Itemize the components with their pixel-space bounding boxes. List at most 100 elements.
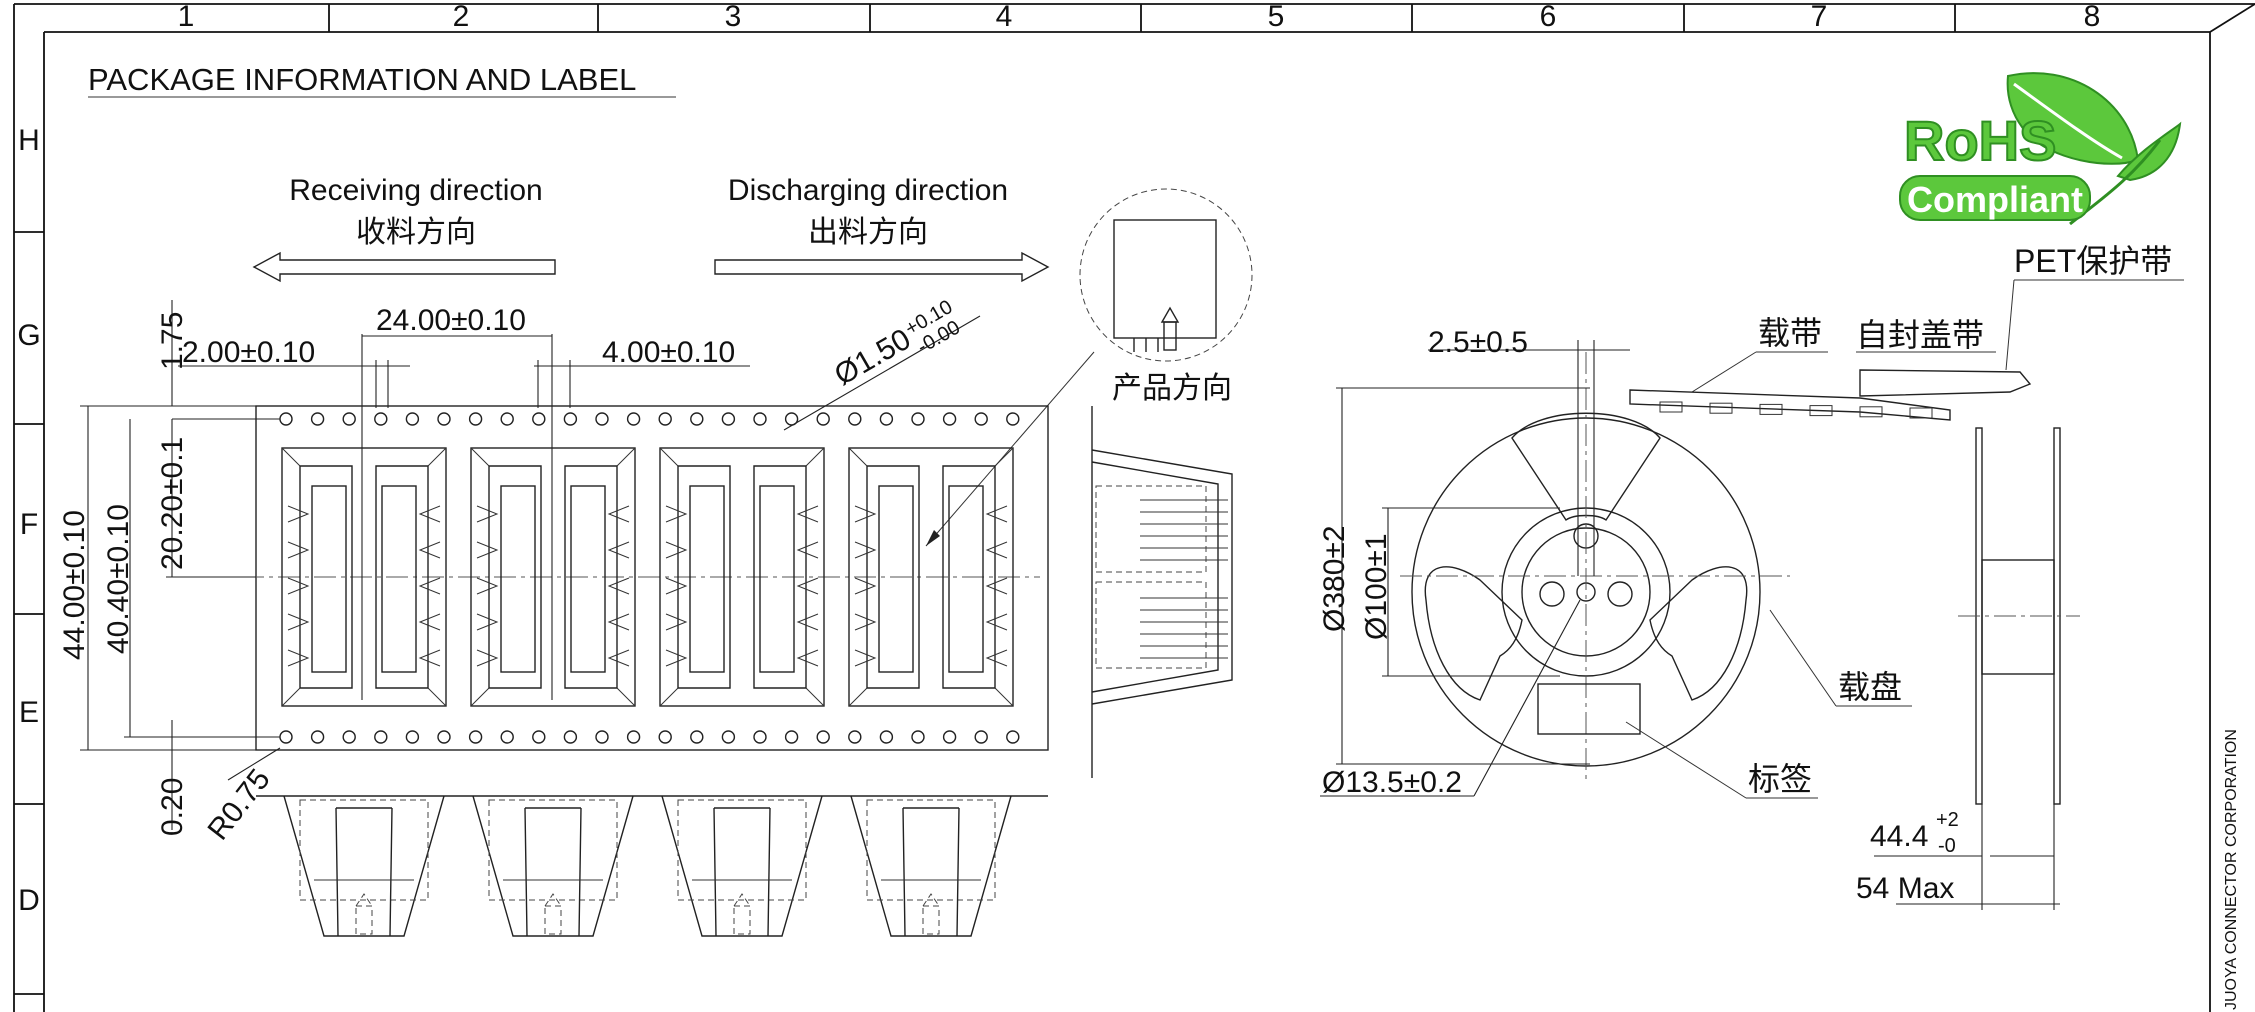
compliant-badge xyxy=(1899,175,2091,221)
sprocket-hole xyxy=(942,730,957,744)
sprocket-hole xyxy=(974,730,988,744)
dim-44-4-plus: +2 xyxy=(1936,809,1959,831)
dim-0-20: 0.20 xyxy=(156,778,189,836)
sprocket-hole xyxy=(563,412,578,426)
sprocket-hole xyxy=(721,730,736,744)
sprocket-hole xyxy=(974,412,988,426)
sprocket-hole xyxy=(784,730,799,744)
zone-column-labels: 1 2 3 4 5 6 7 8 xyxy=(178,0,2101,33)
tape-strip-pocket xyxy=(1709,402,1733,414)
dim-40-40: 40.40±0.10 xyxy=(102,504,135,654)
dim-2-00: 2.00±0.10 xyxy=(182,336,315,369)
sprocket-hole xyxy=(532,730,546,744)
tape-strip-pocket xyxy=(1759,403,1783,415)
sprocket-hole xyxy=(279,412,293,426)
sprocket-hole xyxy=(848,412,862,426)
zone-col-7: 7 xyxy=(1811,0,1828,33)
sprocket-hole xyxy=(942,412,957,426)
zone-col-6: 6 xyxy=(1540,0,1557,33)
zone-row-labels: H G F E D xyxy=(17,124,40,917)
label-label: 标签 xyxy=(1748,761,1812,797)
sprocket-hole xyxy=(405,412,420,426)
tape-side-view xyxy=(1091,406,1233,778)
sprocket-hole xyxy=(437,412,451,426)
dim-2-5: 2.5±0.5 xyxy=(1428,326,1528,359)
tape-pocket xyxy=(281,447,447,707)
reel-callouts: 载带 自封盖带 PET保护带 载盘 标签 xyxy=(1625,243,2184,799)
product-orientation-detail xyxy=(1079,188,1253,362)
cross-section-pocket xyxy=(661,795,823,937)
zone-col-5: 5 xyxy=(1268,0,1285,33)
sprocket-hole xyxy=(753,412,767,426)
dim-hole-diameter: Ø1.50 xyxy=(829,323,916,392)
rohs-logo: RoHS Compliant xyxy=(1899,72,2182,226)
sprocket-hole xyxy=(911,412,925,426)
zone-col-3: 3 xyxy=(725,0,742,33)
cross-section-pocket xyxy=(283,795,445,937)
sprocket-hole xyxy=(721,412,736,426)
compliant-text: Compliant xyxy=(1907,179,2083,220)
receiving-arrow-icon xyxy=(252,251,556,283)
sprocket-hole xyxy=(405,730,420,744)
sprocket-hole xyxy=(595,412,609,426)
dim-13-5: Ø13.5±0.2 xyxy=(1322,766,1462,799)
tape-cross-section xyxy=(256,795,1048,937)
sprocket-hole xyxy=(1006,730,1020,744)
zone-col-8: 8 xyxy=(2084,0,2101,33)
dim-44-00: 44.00±0.10 xyxy=(58,510,91,660)
zone-col-1: 1 xyxy=(178,0,195,33)
discharging-direction-en: Discharging direction xyxy=(728,174,1008,207)
page-title: PACKAGE INFORMATION AND LABEL xyxy=(88,62,636,97)
sprocket-hole xyxy=(911,730,925,744)
sprocket-hole xyxy=(879,730,894,744)
tape-pocket xyxy=(470,447,636,707)
sprocket-hole xyxy=(658,412,672,426)
sprocket-hole xyxy=(816,412,830,426)
dim-r0-75: R0.75 xyxy=(202,763,277,846)
carrier-tape-top-view xyxy=(170,405,1049,751)
label-pet-tape: PET保护带 xyxy=(2014,243,2172,279)
drawing-frame xyxy=(13,3,2255,1012)
sprocket-hole xyxy=(374,730,388,744)
tape-strip xyxy=(1629,369,2032,421)
sprocket-hole xyxy=(753,730,767,744)
company-name: JUOYA CONNECTOR CORPORATION xyxy=(2223,729,2240,1010)
zone-row-f: F xyxy=(20,508,38,541)
receiving-direction-en: Receiving direction xyxy=(289,174,542,207)
sprocket-hole xyxy=(1006,412,1020,426)
sprocket-hole xyxy=(468,412,483,426)
dim-24-00: 24.00±0.10 xyxy=(376,304,526,337)
tape-strip-pocket xyxy=(1859,406,1883,418)
dim-20-20: 20.20±0.1 xyxy=(156,437,189,570)
zone-row-d: D xyxy=(18,884,40,917)
sprocket-hole xyxy=(342,730,356,744)
tape-pocket xyxy=(848,447,1014,707)
sprocket-hole xyxy=(310,412,325,426)
dim-44-4-minus: -0 xyxy=(1938,835,1956,857)
sprocket-hole xyxy=(342,412,356,426)
sprocket-hole xyxy=(626,412,641,426)
sprocket-hole xyxy=(879,412,894,426)
sprocket-hole xyxy=(690,412,704,426)
sprocket-hole xyxy=(848,730,862,744)
zone-col-2: 2 xyxy=(453,0,470,33)
sprocket-hole xyxy=(532,412,546,426)
sprocket-hole xyxy=(279,730,293,744)
dim-380: Ø380±2 xyxy=(1318,525,1351,632)
tape-dimensions: 1.75 2.00±0.10 24.00±0.10 4.00±0.10 Ø1.5… xyxy=(58,296,981,846)
reel-front-view xyxy=(1400,352,1790,780)
sprocket-hole xyxy=(658,730,672,744)
reel-side-view: 44.4 +2 -0 54 Max xyxy=(1856,427,2080,910)
tape-pocket xyxy=(659,447,825,707)
discharging-direction-cn: 出料方向 xyxy=(808,216,928,249)
tape-strip-pocket xyxy=(1659,401,1683,413)
dim-4-00: 4.00±0.10 xyxy=(602,336,735,369)
sprocket-hole xyxy=(374,412,388,426)
sprocket-hole xyxy=(500,730,514,744)
orientation-leader xyxy=(925,351,1095,547)
label-carrier-tape: 载带 xyxy=(1758,315,1822,351)
sprocket-hole xyxy=(468,730,483,744)
sprocket-hole xyxy=(626,730,641,744)
sprocket-hole xyxy=(595,730,609,744)
zone-col-4: 4 xyxy=(996,0,1013,33)
